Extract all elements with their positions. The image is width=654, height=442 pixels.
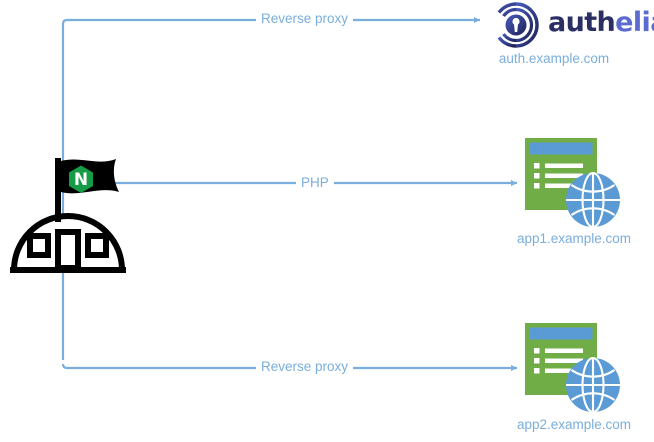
authelia-logo-icon	[497, 2, 539, 48]
web-app-globe-icon	[525, 138, 620, 229]
web-app-globe-icon	[525, 323, 620, 414]
globe-icon	[566, 171, 620, 229]
edge-label-php: PHP	[296, 175, 334, 191]
node-app1[interactable]	[525, 138, 623, 230]
node-app2[interactable]	[525, 323, 623, 415]
app-titlebar	[529, 327, 593, 340]
edge-label-reverse-proxy-bottom: Reverse proxy	[256, 359, 354, 375]
edge-label-reverse-proxy-top: Reverse proxy	[256, 11, 354, 27]
globe-icon	[566, 356, 620, 414]
authelia-wordmark-part1: auth	[548, 7, 616, 38]
edge-nginx-to-authelia	[61, 16, 481, 360]
app-titlebar	[529, 142, 593, 155]
node-authelia[interactable]	[488, 2, 544, 48]
nginx-hexagon-icon	[69, 165, 93, 193]
node-nginx[interactable]: N	[8, 152, 128, 276]
nginx-logo-icon: N	[10, 158, 126, 273]
nginx-hexagon-letter: N	[74, 170, 88, 190]
node-caption-authelia: auth.example.com	[498, 51, 610, 66]
node-caption-app2: app2.example.com	[516, 417, 632, 432]
edge-nginx-to-app2	[61, 363, 518, 372]
node-caption-app1: app1.example.com	[516, 231, 632, 246]
